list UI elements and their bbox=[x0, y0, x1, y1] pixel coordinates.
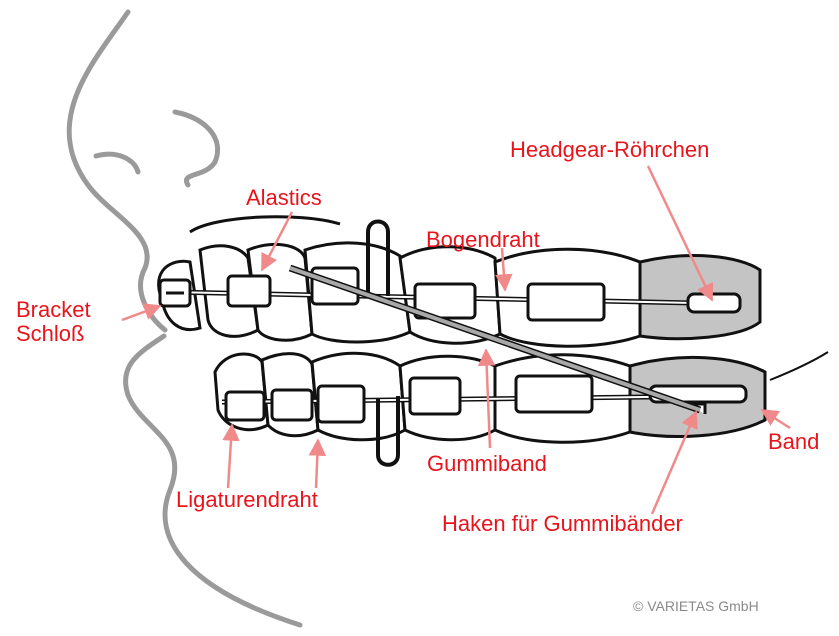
label-band: Band bbox=[768, 430, 819, 454]
copyright-notice: © VARIETAS GmbH bbox=[633, 598, 759, 614]
label-arch-wire: Bogendraht bbox=[426, 228, 540, 252]
label-ligature-wire: Ligaturendraht bbox=[176, 488, 318, 512]
bracket-lock bbox=[160, 280, 190, 306]
label-elastic: Gummiband bbox=[427, 452, 547, 476]
headgear-wire bbox=[770, 352, 828, 380]
headgear-tube-drawing bbox=[688, 294, 740, 312]
label-hook: Haken für Gummibänder bbox=[442, 512, 683, 536]
label-headgear-tube: Headgear-Röhrchen bbox=[510, 138, 709, 162]
arrow-ligature-1 bbox=[228, 425, 232, 488]
arrow-ligature-2 bbox=[316, 440, 318, 488]
label-bracket: Bracket bbox=[16, 298, 91, 322]
label-lock: Schloß bbox=[16, 322, 84, 346]
label-alastics: Alastics bbox=[246, 186, 322, 210]
